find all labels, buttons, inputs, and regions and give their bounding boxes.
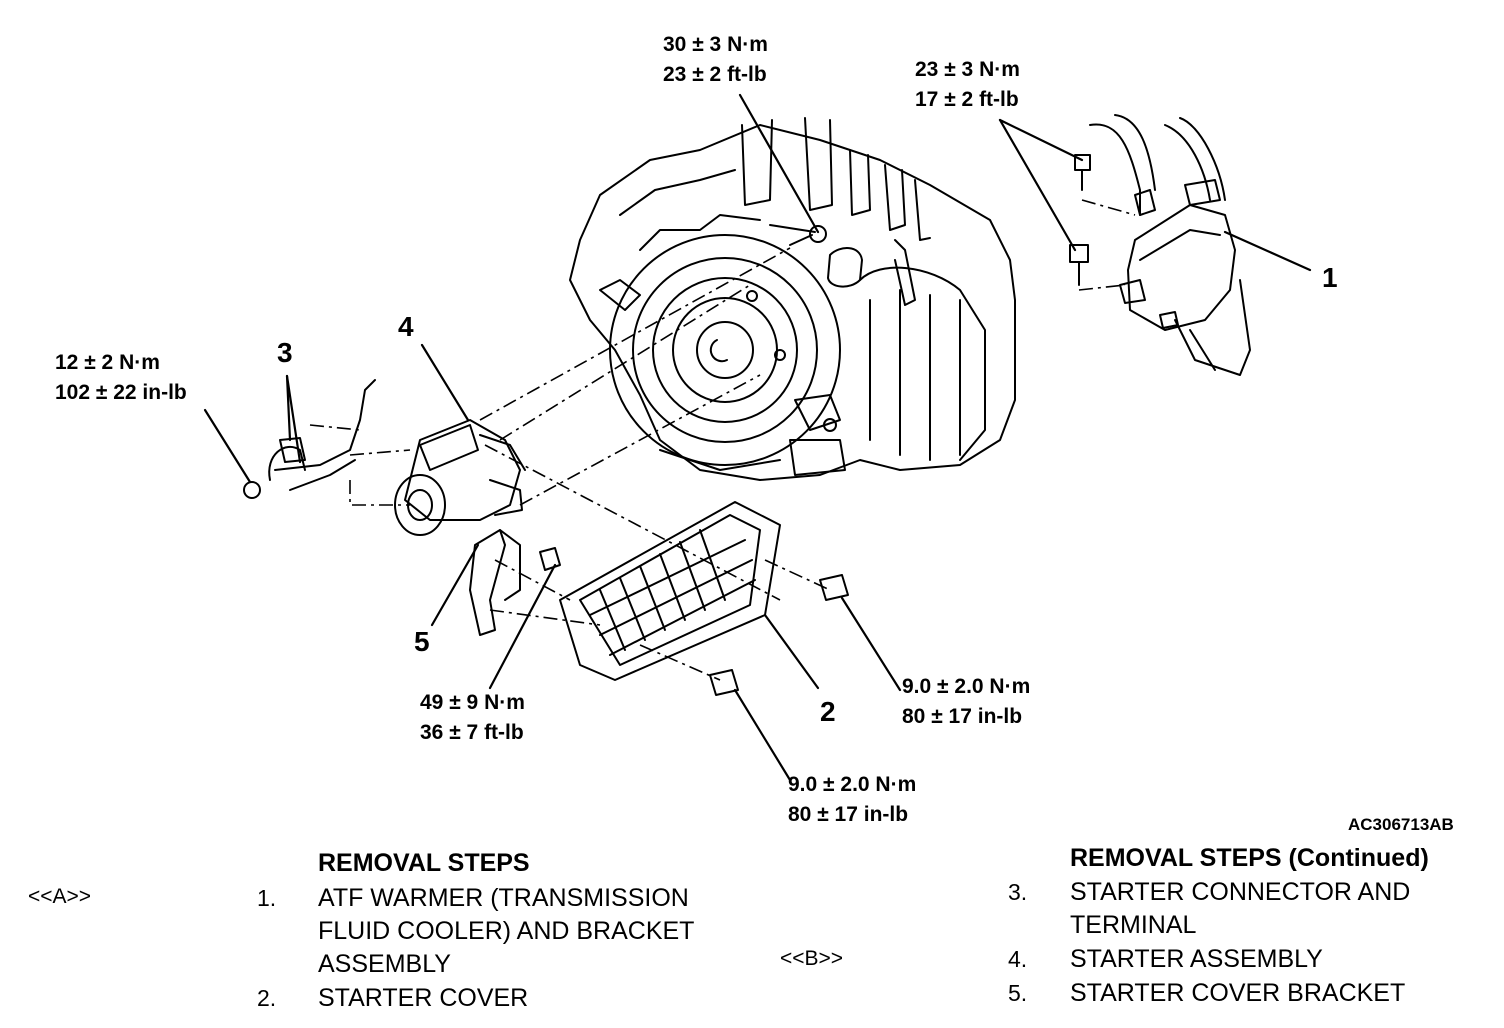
callout-3: 3	[277, 337, 293, 368]
step-4-line: STARTER ASSEMBLY	[1070, 945, 1323, 973]
torque-label-cover-bolt-right: 9.0 ± 2.0 N·m 80 ± 17 in-lb	[902, 672, 1030, 732]
torque-imperial: 23 ± 2 ft-lb	[663, 63, 767, 86]
note-ref-b: <<B>>	[780, 947, 844, 970]
torque-label-cover-bolt-lower: 9.0 ± 2.0 N·m 80 ± 17 in-lb	[788, 770, 916, 830]
torque-label-transmission-bolt: 30 ± 3 N·m 23 ± 2 ft-lb	[663, 30, 768, 90]
step-number-2: 2.	[257, 985, 277, 1011]
step-number-4: 4.	[1008, 946, 1028, 972]
removal-steps-continued-title: REMOVAL STEPS (Continued)	[1070, 844, 1429, 872]
torque-imperial: 80 ± 17 in-lb	[902, 705, 1023, 728]
step-5-line: STARTER COVER BRACKET	[1070, 979, 1406, 1007]
torque-label-bracket-bolt: 49 ± 9 N·m 36 ± 7 ft-lb	[420, 688, 525, 748]
step-1: ATF WARMER (TRANSMISSION FLUID COOLER) A…	[318, 882, 694, 981]
step-number-5: 5.	[1008, 980, 1028, 1006]
note-ref-a: <<A>>	[28, 885, 92, 908]
callout-2: 2	[820, 696, 836, 727]
starter-motor	[394, 419, 526, 536]
step-number-1: 1.	[257, 885, 277, 911]
figure-code: AC306713AB	[1348, 815, 1454, 834]
torque-imperial: 17 ± 2 ft-lb	[915, 88, 1019, 111]
step-number-3: 3.	[1008, 879, 1028, 905]
step-1-line: ASSEMBLY	[318, 950, 451, 978]
torque-metric: 30 ± 3 N·m	[663, 33, 768, 56]
step-3-line: STARTER CONNECTOR AND	[1070, 878, 1411, 906]
torque-metric: 9.0 ± 2.0 N·m	[788, 773, 917, 796]
removal-steps-title: REMOVAL STEPS	[318, 849, 530, 877]
step-2-line: STARTER COVER	[318, 984, 529, 1012]
callout-5: 5	[414, 626, 430, 657]
torque-imperial: 102 ± 22 in-lb	[55, 381, 187, 404]
callout-4: 4	[398, 311, 414, 342]
torque-metric: 23 ± 3 N·m	[915, 58, 1020, 81]
callout-1: 1	[1322, 262, 1338, 293]
transmission-case	[569, 117, 1016, 481]
step-3: STARTER CONNECTOR AND TERMINAL	[1070, 876, 1410, 942]
bolts	[709, 234, 849, 696]
torque-label-atf-warmer-bolts: 23 ± 3 N·m 17 ± 2 ft-lb	[915, 55, 1020, 115]
step-2: STARTER COVER	[318, 982, 528, 1015]
torque-metric: 12 ± 2 N·m	[55, 351, 160, 374]
step-3-line: TERMINAL	[1070, 911, 1197, 939]
step-4: STARTER ASSEMBLY	[1070, 943, 1323, 976]
torque-metric: 9.0 ± 2.0 N·m	[902, 675, 1031, 698]
torque-imperial: 80 ± 17 in-lb	[788, 803, 909, 826]
step-5: STARTER COVER BRACKET	[1070, 977, 1405, 1010]
torque-imperial: 36 ± 7 ft-lb	[420, 721, 524, 744]
starter-cover	[559, 501, 781, 681]
atf-warmer	[1069, 114, 1251, 376]
exploded-diagram	[203, 93, 1312, 782]
step-1-line: FLUID COOLER) AND BRACKET	[318, 917, 695, 945]
starter-connector	[243, 379, 376, 499]
torque-label-terminal-nut: 12 ± 2 N·m 102 ± 22 in-lb	[55, 348, 187, 408]
torque-metric: 49 ± 9 N·m	[420, 691, 525, 714]
starter-cover-bracket	[469, 529, 561, 636]
step-1-line: ATF WARMER (TRANSMISSION	[318, 884, 689, 912]
